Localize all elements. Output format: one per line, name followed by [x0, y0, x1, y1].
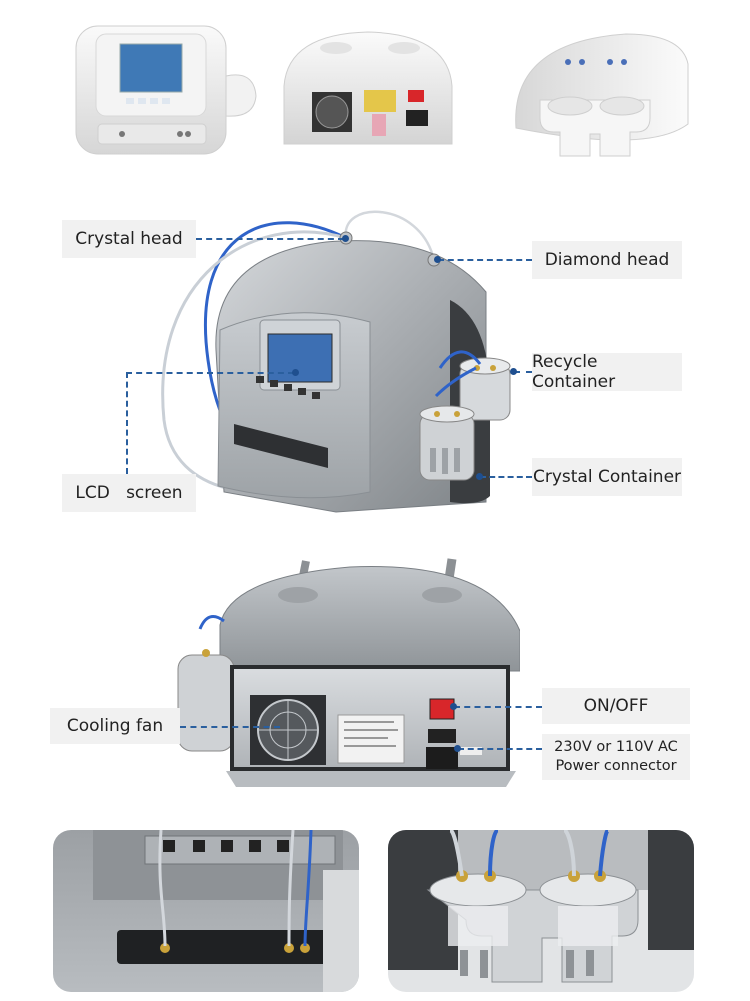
photo-closeup-containers — [388, 830, 694, 992]
leader-dot-crystal-container — [476, 473, 483, 480]
photo-closeup-front-panel — [53, 830, 359, 992]
leader-dot-on-off — [450, 703, 457, 710]
photo-back-white — [278, 26, 458, 154]
photo-rear-device — [160, 555, 520, 795]
label-on-off: ON/OFF — [542, 688, 690, 724]
power-connector-line2: Power connector — [555, 758, 677, 774]
label-power-connector: 230V or 110V AC Power connector — [542, 734, 690, 780]
leader-dot-crystal-head — [342, 235, 349, 242]
leader-cooling-fan — [180, 726, 280, 728]
label-crystal-container: Crystal Container — [532, 458, 682, 496]
leader-power-connector — [458, 748, 542, 750]
label-cooling-fan: Cooling fan — [50, 708, 180, 744]
leader-recycle-container — [514, 371, 532, 373]
leader-dot-recycle-container — [510, 368, 517, 375]
label-recycle-container: Recycle Container — [532, 352, 682, 392]
leader-lcd-screen — [126, 372, 294, 374]
photo-front-white — [70, 18, 260, 163]
leader-dot-lcd-screen — [292, 369, 299, 376]
leader-on-off — [454, 706, 542, 708]
leader-crystal-head — [196, 238, 344, 240]
label-diamond-head: Diamond head — [532, 241, 682, 279]
label-lcd-screen: LCD screen — [62, 474, 196, 512]
leader-dot-diamond-head — [434, 256, 441, 263]
label-crystal-head: Crystal head — [62, 220, 196, 258]
leader-dot-power-connector — [454, 745, 461, 752]
photo-side-white — [506, 18, 696, 163]
leader-crystal-container — [480, 476, 532, 478]
leader-diamond-head — [438, 259, 532, 261]
power-connector-line1: 230V or 110V AC — [554, 739, 678, 755]
leader-lcd-screen-vertical — [126, 372, 128, 474]
photo-main-device — [150, 200, 530, 520]
